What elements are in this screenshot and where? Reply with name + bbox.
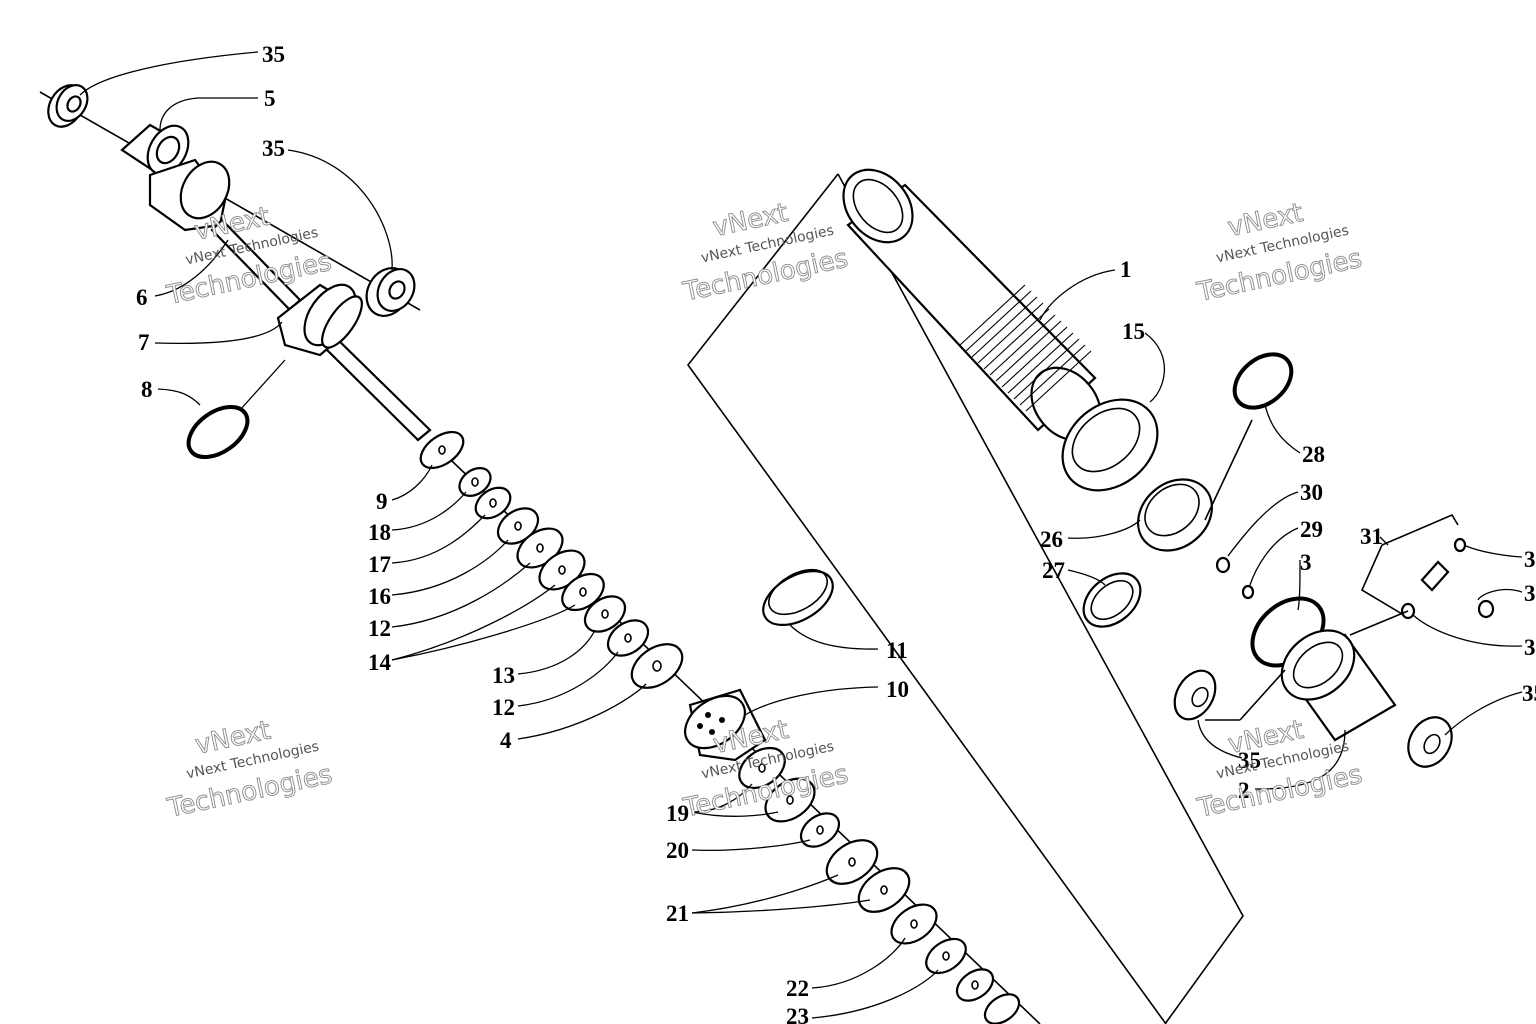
washer-18 [458, 467, 492, 497]
washer-22a [890, 903, 938, 945]
washer-19a [738, 746, 786, 790]
callout-35-right: 35 [1522, 681, 1536, 706]
part-31-valve [1400, 537, 1495, 620]
part-15-collar [1061, 398, 1159, 492]
washer-9 [419, 430, 465, 470]
group-bracket-31 [1360, 513, 1459, 615]
part-10-piston [684, 688, 767, 762]
callout-35-bottom: 35 [1238, 748, 1261, 773]
callout-23: 23 [786, 1004, 809, 1024]
callout-35-top: 35 [262, 42, 285, 67]
callout-1: 1 [1120, 257, 1132, 282]
callout-3-right-b: 3 [1524, 581, 1536, 606]
part-5-sleeve [120, 123, 190, 177]
callout-16: 16 [368, 584, 391, 609]
washer-17 [474, 486, 512, 520]
callout-21: 21 [666, 901, 689, 926]
shaft-centerline [39, 91, 421, 311]
washer-4 [630, 643, 684, 689]
part-6-rod [210, 218, 432, 442]
callout-12b: 12 [492, 695, 515, 720]
callout-26: 26 [1040, 527, 1063, 552]
callout-15: 15 [1122, 319, 1145, 344]
part-35-bushing-top [47, 84, 89, 128]
part-11-band [762, 568, 834, 627]
callout-13: 13 [492, 663, 515, 688]
group-bracket-right [837, 173, 1244, 1024]
callout-29: 29 [1300, 517, 1323, 542]
washer-13 [583, 595, 627, 633]
callout-7: 7 [138, 330, 150, 355]
callout-4: 4 [500, 728, 512, 753]
part-35-bushing-mid [365, 267, 416, 317]
washer-16 [496, 507, 540, 545]
washer-19b [764, 777, 816, 823]
part-35-bushing-right-b [1407, 716, 1453, 768]
washer-22b [925, 937, 967, 975]
part-2-end-cap [1280, 629, 1397, 742]
callout-10: 10 [886, 677, 909, 702]
callout-20: 20 [666, 838, 689, 863]
callout-27: 27 [1042, 558, 1065, 583]
callout-labels: 35 5 35 6 7 8 9 18 17 16 12 14 13 12 4 1… [136, 42, 1536, 1024]
callout-19: 19 [666, 801, 689, 826]
watermark-top-right: vNext Technologies vNext Technologies [1194, 198, 1365, 309]
part-1-body-tube [842, 168, 1102, 442]
washer-21b [857, 867, 911, 913]
washer-12b [606, 619, 650, 657]
part-7-seal-head [276, 283, 363, 357]
callout-31: 31 [1360, 524, 1383, 549]
callout-12a: 12 [368, 616, 391, 641]
part-29-screw [1241, 584, 1255, 600]
callout-22: 22 [786, 976, 809, 1001]
watermark-top-center: vNext Technologies vNext Technologies [680, 198, 851, 309]
body-tube-group [686, 168, 1244, 1024]
shaft-assembly [39, 84, 432, 460]
part-8-oring [186, 404, 250, 460]
callout-11: 11 [886, 638, 908, 663]
callout-2: 2 [1238, 778, 1250, 803]
washer-23 [955, 968, 995, 1002]
callout-28: 28 [1302, 442, 1325, 467]
part-27-clip [1082, 572, 1142, 628]
part-30-oring [1215, 556, 1231, 574]
callout-3: 3 [1300, 550, 1312, 575]
callout-30: 30 [1300, 480, 1323, 505]
group-bracket-left [686, 173, 1167, 1024]
part-35-bushing-right-a [1173, 669, 1217, 721]
watermark-bottom-left: vNext Technologies vNext Technologies [164, 715, 335, 824]
callout-5: 5 [264, 86, 276, 111]
reservoir-group [1173, 352, 1495, 768]
part-28-ring [1232, 352, 1294, 410]
callout-6: 6 [136, 285, 148, 310]
callout-17: 17 [368, 552, 391, 577]
callout-18: 18 [368, 520, 391, 545]
callout-14: 14 [368, 650, 392, 675]
callout-9: 9 [376, 489, 388, 514]
part-26-collar [1136, 478, 1214, 552]
callout-3-right-a: 3 [1524, 547, 1536, 572]
callout-8: 8 [141, 377, 153, 402]
valve-stack [419, 430, 1041, 1024]
callout-35-mid: 35 [262, 136, 285, 161]
leader-lines [79, 51, 1523, 1019]
eyelet-body [148, 158, 231, 232]
callout-3-right-c: 3 [1524, 635, 1536, 660]
washer-24 [983, 993, 1021, 1024]
